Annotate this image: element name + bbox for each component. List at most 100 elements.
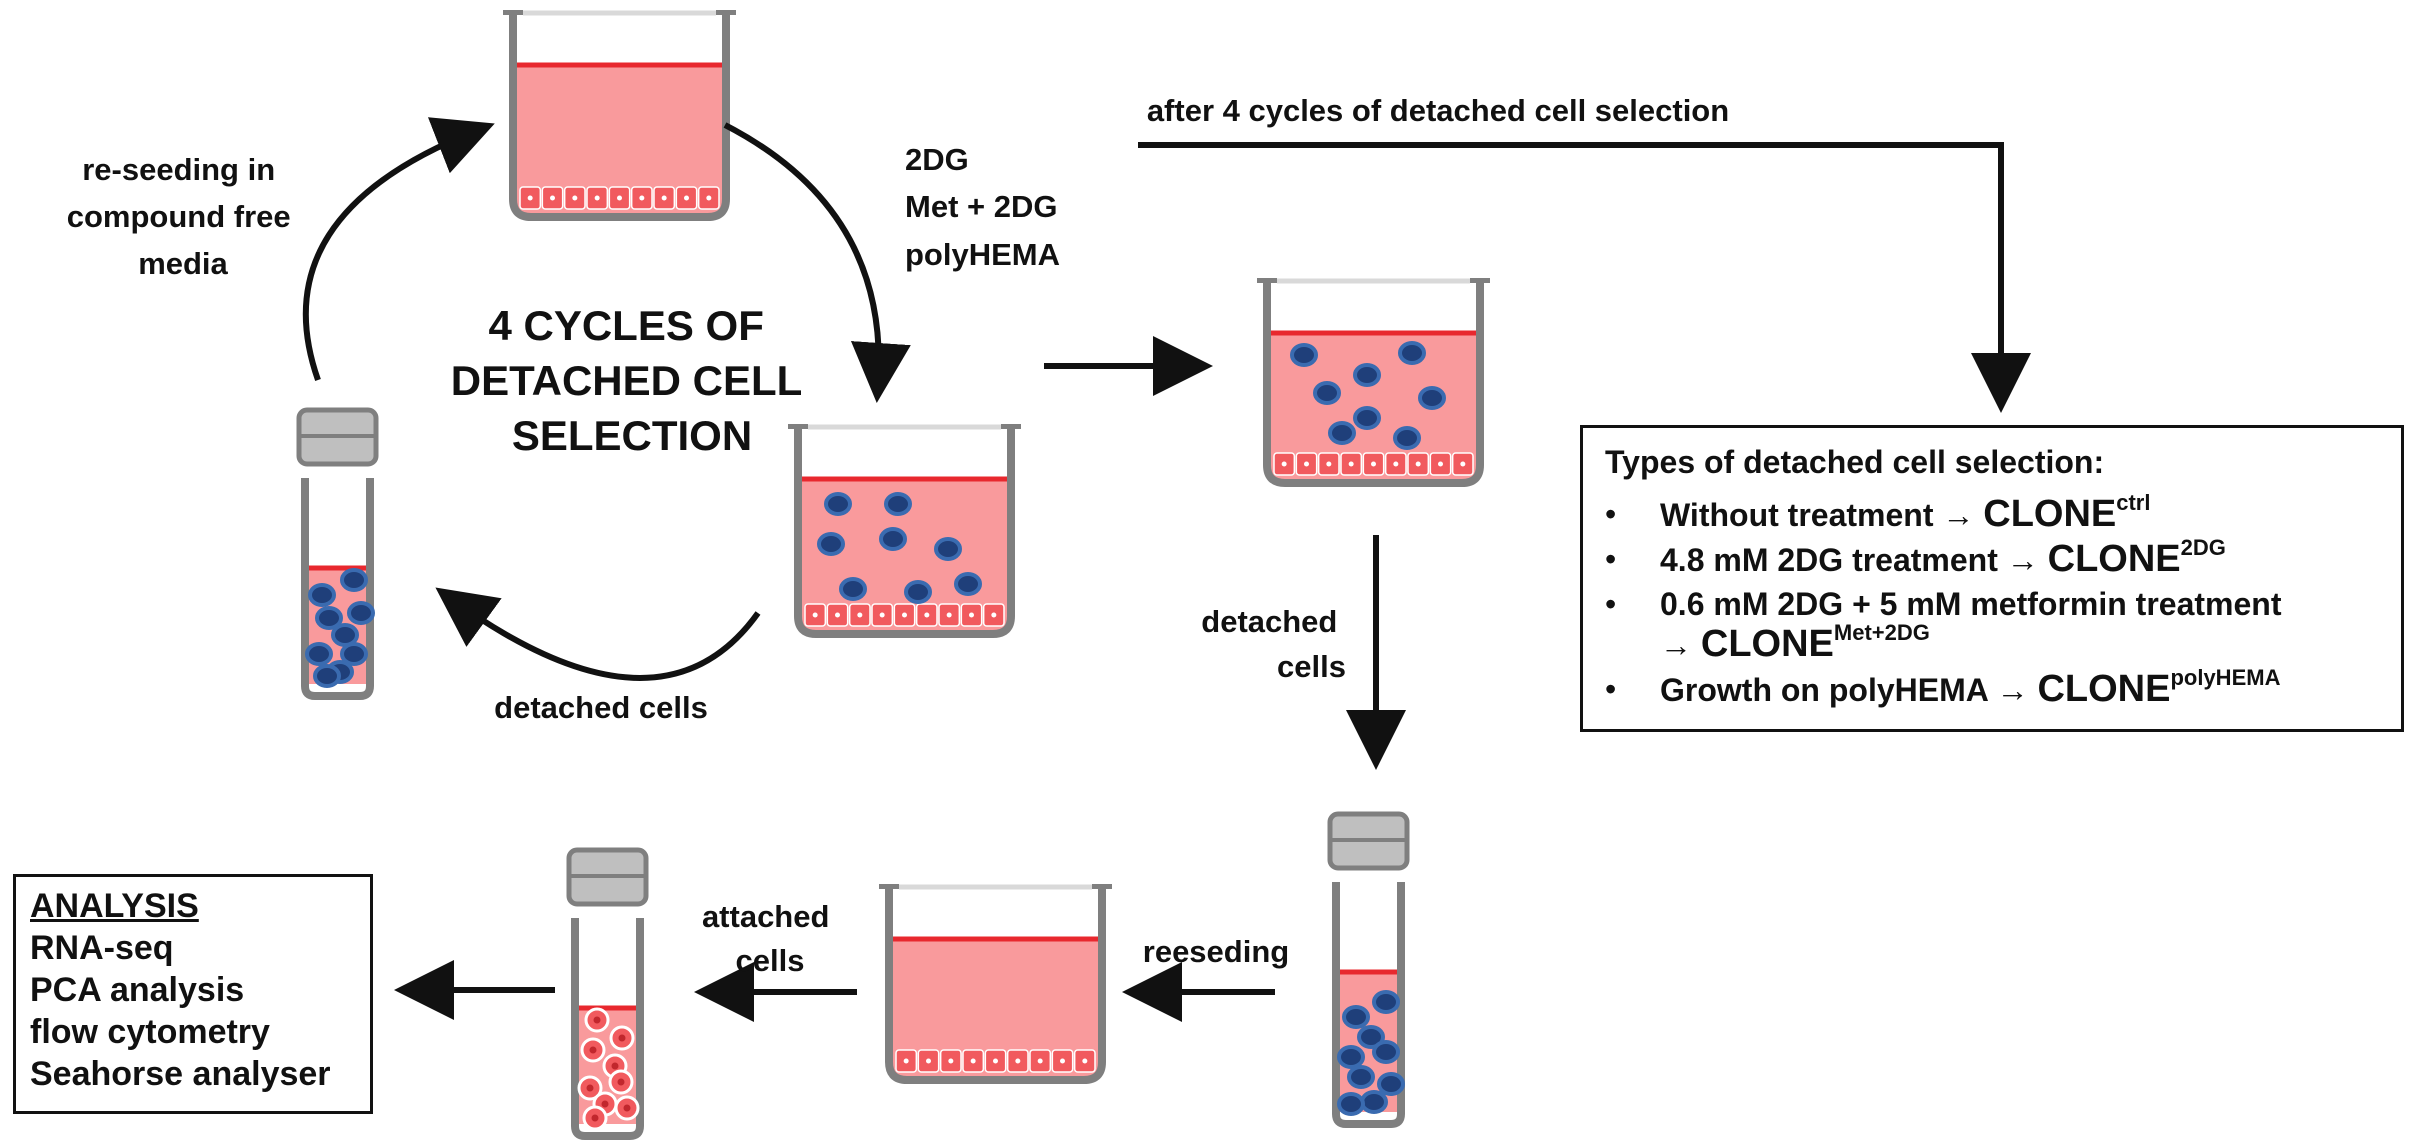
cell-nucleus [623,1104,631,1112]
cell-nucleus [1415,461,1421,467]
cell-nucleus [550,195,555,201]
attached-cells-line-1: attached [702,899,829,934]
cell-nucleus [527,195,533,201]
clone-label: CLONE [2037,668,2171,710]
detached-cell [308,583,336,607]
cell-nucleus [993,1058,998,1064]
cell-nucleus [1082,1058,1088,1064]
detached-cell [1353,406,1381,430]
cell-nucleus [991,612,997,618]
cell-nucleus [661,195,667,201]
cycle-title-line-2: DETACHED CELL [451,357,802,404]
selection-item-met-2dg: • 0.6 mM 2DG + 5 mM metformin treatment [1605,582,2379,626]
cell-nucleus [1460,461,1466,467]
cell-nucleus [601,1100,609,1108]
well-media [513,65,726,217]
detached-cell [1290,343,1318,367]
detached-cell [1377,1072,1405,1096]
detached-cell [1418,386,1446,410]
cell-nucleus [946,612,952,618]
cell-nucleus [618,1034,626,1042]
cell-nucleus [572,195,578,201]
selection-item-text: 0.6 mM 2DG + 5 mM metformin treatment [1660,586,2282,622]
selection-item-met-2dg-continuation: → CLONEMet+2DG [1605,622,2379,667]
cell-nucleus [1348,461,1354,467]
selection-item-polyhema: • Growth on polyHEMA → CLONEpolyHEMA [1605,667,2379,712]
cycle-arrow-detached [435,587,761,681]
cell-nucleus [812,612,818,618]
selection-item-text: Growth on polyHEMA → [1660,672,2038,708]
after-cycles-label: after 4 cycles of detached cell selectio… [1147,93,1729,128]
cell-nucleus [969,612,974,618]
detached-cell [1337,1092,1365,1116]
bullet: • [1605,671,1617,707]
well-reseeded [879,884,1112,1084]
well-wall [885,884,1106,1084]
attached-cells-label: attached cells [702,899,838,978]
detached-cell [1372,990,1400,1014]
cell-nucleus [1281,461,1287,467]
detached-cell [1347,1065,1375,1089]
tube-detached [1327,811,1410,1128]
reseeding-line-1: re-seeding in [82,152,275,187]
bullet: • [1605,586,1617,622]
cell-nucleus [835,612,840,618]
cell-nucleus [879,612,885,618]
detached-cells-cycle-label: detached cells [494,690,708,725]
treatment-2dg: 2DG [905,142,969,177]
tube-cycle [296,407,379,700]
cell-nucleus [1326,461,1332,467]
detached-cell [839,577,867,601]
detached-cell [340,568,368,592]
well-media [889,939,1102,1080]
clone-superscript: polyHEMA [2170,665,2281,690]
detached-cells-line-2: cells [1277,649,1346,684]
cycle-arrow-reseeding [302,117,495,381]
cell-nucleus [903,1058,909,1064]
analysis-item-seahorse: Seahorse analyser [30,1055,331,1093]
tube-wall [571,918,644,1140]
detached-cell [904,580,932,604]
cell-nucleus [706,195,712,201]
detached-cell [347,601,375,625]
cell-nucleus [684,195,689,201]
cycle-title-line-3: SELECTION [512,412,752,459]
cell-nucleus [594,195,600,201]
detached-cell [1337,1045,1365,1069]
cell-nucleus [593,1016,601,1024]
detached-cell [1393,426,1421,450]
well-cycle-detached [788,424,1021,638]
detached-cell [315,606,343,630]
cell-nucleus [617,1078,625,1086]
clone-label: CLONE [2047,538,2181,580]
cell-nucleus [924,612,930,618]
cell-nucleus [1060,1058,1065,1064]
detached-cell [1357,1025,1385,1049]
selection-item-text: Without treatment → [1660,497,1984,533]
detached-cell [879,527,907,551]
analysis-item-rnaseq: RNA-seq [30,929,174,967]
well-after-selection [1257,278,1490,487]
detached-cell [305,642,333,666]
attached-cells-line-2: cells [736,943,805,978]
well-top [503,10,736,221]
analysis-box: ANALYSIS RNA-seq PCA analysis flow cytom… [13,874,373,1114]
cell-nucleus [948,1058,954,1064]
well-wall [794,424,1015,638]
analysis-item-flow: flow cytometry [30,1013,270,1051]
cycle-title: 4 CYCLES OF DETACHED CELL SELECTION [451,302,813,459]
tube-wall [301,478,374,700]
detached-cell [884,492,912,516]
detached-cell [331,623,359,647]
selection-types-box: Types of detached cell selection: • With… [1580,425,2404,732]
cell-nucleus [970,1058,976,1064]
selection-item-arrow: → [1660,627,1701,663]
cell-nucleus [902,612,907,618]
clone-label: CLONE [1700,623,1834,665]
treatments-label: 2DG Met + 2DG polyHEMA [905,142,1066,272]
bullet: • [1605,496,1617,532]
selection-types-title: Types of detached cell selection: [1605,444,2105,480]
detached-cell [340,642,368,666]
clone-superscript: ctrl [2116,490,2151,515]
